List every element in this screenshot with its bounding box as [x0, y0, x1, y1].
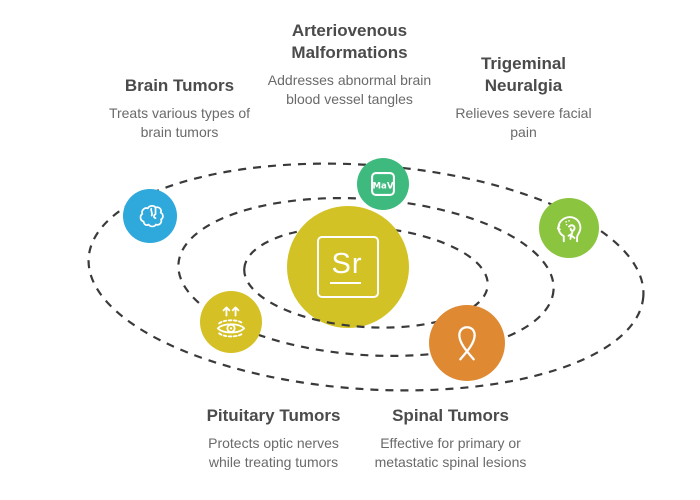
arteriovenous-malformations-description: Addresses abnormal brain blood vessel ta…	[267, 71, 432, 107]
brain-tumors-description: Treats various types of brain tumors	[108, 104, 251, 140]
satellite-node-brain-tumors	[123, 189, 177, 243]
brain-icon	[139, 205, 164, 228]
element-symbol: Sr	[331, 247, 363, 280]
spinal-tumors-label-block: Spinal Tumors Effective for primary or m…	[368, 405, 533, 472]
center-node-stereotactic-radiosurgery: Sr	[287, 206, 409, 328]
head-nerves-icon	[556, 216, 582, 243]
satellite-node-spinal-tumors	[429, 305, 505, 381]
pituitary-tumors-title: Pituitary Tumors	[206, 406, 341, 425]
brain-tumors-title: Brain Tumors	[124, 76, 235, 95]
trigeminal-neuralgia-title: Trigeminal Neuralgia	[480, 54, 567, 95]
trigeminal-neuralgia-label-block: Trigeminal Neuralgia Relieves severe fac…	[441, 53, 606, 142]
spinal-tumors-description: Effective for primary or metastatic spin…	[374, 434, 527, 470]
spinal-tumors-title: Spinal Tumors	[392, 406, 509, 425]
mav-badge-text: MaV	[373, 181, 394, 191]
brain-tumors-label-block: Brain Tumors Treats various types of bra…	[97, 75, 262, 142]
arteriovenous-malformations-title: Arteriovenous Malformations	[291, 21, 408, 62]
awareness-ribbon-icon	[458, 326, 476, 361]
eye-arrows-icon	[216, 306, 246, 338]
pituitary-tumors-label-block: Pituitary Tumors Protects optic nerves w…	[191, 405, 356, 472]
element-symbol-underline	[329, 281, 361, 285]
mav-badge-icon: MaV	[371, 172, 395, 196]
pituitary-tumors-description: Protects optic nerves while treating tum…	[208, 434, 339, 470]
satellite-node-trigeminal-neuralgia	[539, 198, 599, 258]
trigeminal-neuralgia-description: Relieves severe facial pain	[455, 104, 592, 140]
satellite-node-pituitary-tumors	[200, 291, 262, 353]
satellite-node-arteriovenous-malformations: MaV	[357, 158, 409, 210]
arteriovenous-malformations-label-block: Arteriovenous Malformations Addresses ab…	[267, 20, 432, 109]
element-tile-icon: Sr	[317, 236, 379, 298]
